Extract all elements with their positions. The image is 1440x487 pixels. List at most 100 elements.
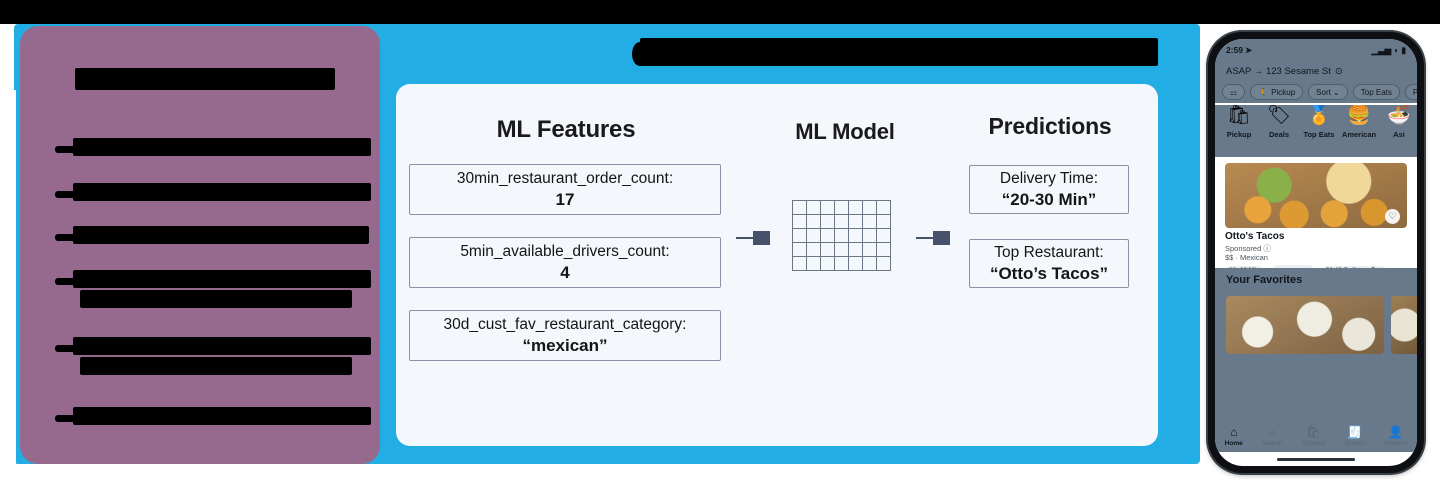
info-icon: ⓘ <box>1263 244 1271 253</box>
nav-label: Account <box>1383 439 1408 447</box>
left-purple-card <box>20 26 380 464</box>
wifi-icon: ◗ <box>1393 45 1399 55</box>
medal-icon: 🏅 <box>1307 105 1331 126</box>
prediction-box-top-restaurant: Top Restaurant: “Otto’s Tacos” <box>969 239 1129 288</box>
top-black-strip <box>0 0 1440 24</box>
address-bar[interactable]: ASAP → 123 Sesame St ⊙ <box>1215 61 1417 81</box>
feature-box-drivers-count: 5min_available_drivers_count: 4 <box>409 237 721 288</box>
feature-key: 30min_restaurant_order_count: <box>456 170 674 187</box>
redacted-text <box>73 183 371 201</box>
chip-filters[interactable]: ⚏ <box>1222 84 1246 100</box>
filter-chip-row[interactable]: ⚏ 🚶Pickup Sort ⌄ Top Eats P <box>1215 81 1417 103</box>
feature-value: 17 <box>555 190 575 209</box>
bullet-dash <box>55 234 77 241</box>
heart-icon[interactable]: ♡ <box>1385 209 1400 224</box>
arrow-line <box>736 237 756 239</box>
category-top-eats[interactable]: 🏅 Top Eats <box>1300 105 1338 157</box>
nav-item-orders[interactable]: 🧾 Orders <box>1344 424 1365 447</box>
restaurant-hero-image <box>1225 163 1407 228</box>
category-pickup[interactable]: 🛍 Pickup <box>1220 105 1258 157</box>
category-asian[interactable]: 🍜 Asi <box>1380 105 1417 157</box>
category-american[interactable]: 🍔 American <box>1340 105 1378 157</box>
favorite-card-image[interactable] <box>1226 296 1384 354</box>
battery-icon: ▮ <box>1401 44 1406 55</box>
header-title-redaction <box>632 38 1158 66</box>
restaurant-name: Otto's Tacos <box>1225 231 1285 242</box>
chip-sort[interactable]: Sort ⌄ <box>1308 84 1348 100</box>
nav-item-home[interactable]: ⌂ Home <box>1224 425 1243 447</box>
prediction-box-delivery-time: Delivery Time: “20-30 Min” <box>969 165 1129 214</box>
receipt-icon: 🧾 <box>1347 424 1362 439</box>
arrow-head <box>933 231 950 245</box>
category-label: American <box>1341 130 1377 139</box>
location-arrow-icon: ➤ <box>1245 44 1253 55</box>
noodle-bowl-icon: 🍜 <box>1387 105 1411 126</box>
redacted-text <box>73 226 369 244</box>
predictions-title: Predictions <box>988 113 1112 139</box>
sliders-icon: ⚏ <box>1230 87 1238 97</box>
feature-value: “mexican” <box>522 336 608 355</box>
chip-label: Pickup <box>1271 87 1296 97</box>
bullet-dash <box>55 146 77 153</box>
feature-box-fav-category: 30d_cust_fav_restaurant_category: “mexic… <box>409 310 721 361</box>
feature-value: 4 <box>560 263 570 282</box>
chip-pickup[interactable]: 🚶Pickup <box>1250 84 1304 100</box>
chip-top-eats[interactable]: Top Eats <box>1352 84 1400 100</box>
home-indicator <box>1277 457 1355 461</box>
nav-label: Home <box>1224 439 1243 447</box>
favorite-card-image[interactable] <box>1391 296 1417 354</box>
status-bar: 2:59 ➤ ▁▃▅ ◗ ▮ <box>1215 39 1417 61</box>
nav-label: Orders <box>1344 439 1365 447</box>
nav-item-grocery[interactable]: 🛍 Grocery <box>1302 425 1326 447</box>
feature-key: 5min_available_drivers_count: <box>460 243 670 260</box>
arrow-features-to-model <box>736 231 770 245</box>
left-white-gutter <box>0 90 16 487</box>
shopping-bag-icon: 🛍 <box>1226 105 1252 126</box>
arrow-model-to-predictions <box>916 231 950 245</box>
phone-screen: 2:59 ➤ ▁▃▅ ◗ ▮ ASAP → 123 Sesame St ⊙ ⚏ … <box>1215 39 1417 466</box>
redacted-text <box>73 407 371 425</box>
nav-label: Grocery <box>1302 439 1326 447</box>
category-deals[interactable]: 🏷 Deals <box>1260 105 1298 157</box>
left-panel-title-redaction <box>75 68 335 90</box>
nav-label: Search <box>1262 439 1283 447</box>
sponsored-text: Sponsored <box>1225 244 1262 253</box>
chip-label: P <box>1412 87 1417 97</box>
category-row[interactable]: 🛍 Pickup 🏷 Deals 🏅 Top Eats 🍔 American 🍜 <box>1215 105 1417 157</box>
redacted-text <box>73 337 371 355</box>
category-label: Pickup <box>1226 130 1252 139</box>
arrow-head <box>753 231 770 245</box>
feature-box-order-count: 30min_restaurant_order_count: 17 <box>409 164 721 215</box>
category-label: Deals <box>1268 130 1289 139</box>
bullet-dash <box>55 345 77 352</box>
category-label: Asi <box>1393 130 1405 139</box>
address-text: ASAP → 123 Sesame St <box>1226 65 1331 77</box>
category-label: Top Eats <box>1303 130 1335 139</box>
nav-item-account[interactable]: 👤 Account <box>1383 425 1408 447</box>
signal-bars-icon: ▁▃▅ <box>1371 44 1392 55</box>
prediction-value: “20-30 Min” <box>1001 190 1097 209</box>
ml-model-grid-icon <box>792 200 891 271</box>
ml-model-title: ML Model <box>795 119 895 144</box>
prediction-value: “Otto’s Tacos” <box>989 264 1109 283</box>
bullet-dash <box>55 278 77 285</box>
chip-label: Top Eats <box>1360 87 1392 97</box>
ml-features-title: ML Features <box>496 116 636 143</box>
restaurant-card[interactable]: ♡ Otto's Tacos Sponsored ⓘ $$ · Mexican … <box>1215 157 1417 276</box>
bullet-dash <box>55 191 77 198</box>
search-icon: ⌕ <box>1269 424 1276 439</box>
bottom-nav[interactable]: ⌂ Home ⌕ Search 🛍 Grocery 🧾 Orders 👤 <box>1215 420 1417 452</box>
redacted-text <box>73 270 371 288</box>
feature-key: 30d_cust_fav_restaurant_category: <box>443 316 687 333</box>
burger-icon: 🍔 <box>1347 105 1371 126</box>
favorites-section: Your Favorites <box>1215 268 1417 428</box>
phone-mockup: 2:59 ➤ ▁▃▅ ◗ ▮ ASAP → 123 Sesame St ⊙ ⚏ … <box>1208 32 1424 473</box>
sponsored-label: Sponsored ⓘ <box>1225 243 1271 254</box>
nav-item-search[interactable]: ⌕ Search <box>1262 424 1283 447</box>
chip-partial[interactable]: P <box>1404 84 1417 100</box>
prediction-key: Delivery Time: <box>999 170 1099 187</box>
favorites-heading: Your Favorites <box>1226 274 1303 286</box>
restaurant-category: $$ · Mexican <box>1225 253 1268 262</box>
bullet-dash <box>55 415 77 422</box>
